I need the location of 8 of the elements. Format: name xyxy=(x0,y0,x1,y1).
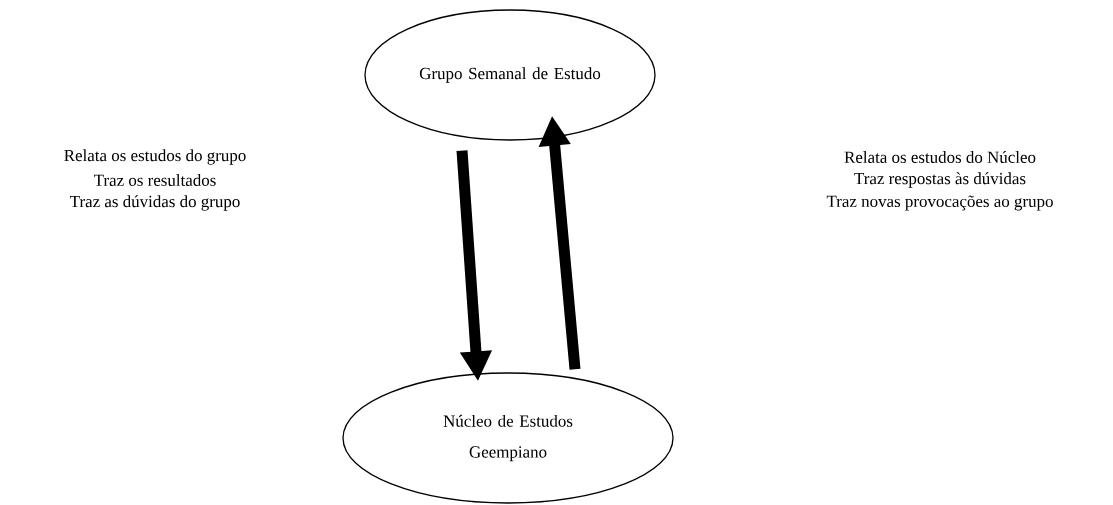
side-note: Traz novas provocações ao grupo xyxy=(826,195,1053,211)
ellipse-node: Grupo Semanal de Estudo xyxy=(364,9,656,141)
ellipse-node: Núcleo de Estudos Geempiano xyxy=(342,372,674,504)
side-note: Traz as dúvidas do grupo xyxy=(70,195,240,211)
side-note: Relata os estudos do grupo xyxy=(64,149,246,165)
side-note: Traz respostas às dúvidas xyxy=(854,172,1026,188)
side-note: Traz os resultados xyxy=(94,174,216,186)
side-note: Relata os estudos do Núcleo xyxy=(844,151,1036,163)
